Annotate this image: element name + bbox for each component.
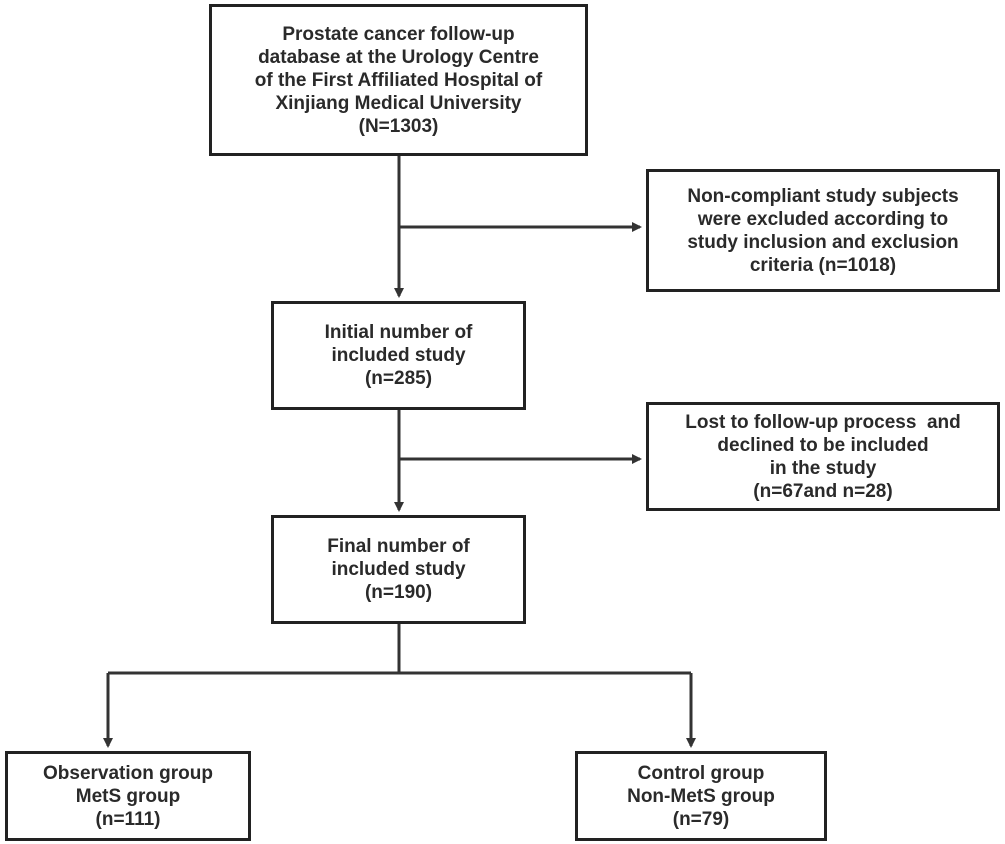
- initial-line-2: included study: [331, 345, 466, 366]
- final-line-1: Final number of: [327, 536, 470, 557]
- exclusion-1-line-2: were excluded according to: [697, 208, 949, 230]
- observation-group-box: Observation group MetS group (n=111): [5, 751, 251, 841]
- source-database-box: Prostate cancer follow-up database at th…: [209, 4, 588, 156]
- source-line-3: of the First Affiliated Hospital of: [254, 69, 543, 91]
- exclusion-2-line-3: in the study: [769, 457, 877, 479]
- control-line-1: Control group: [637, 762, 765, 784]
- lost-to-follow-up-box: Lost to follow-up process and declined t…: [646, 402, 1000, 511]
- observation-line-1: Observation group: [43, 762, 213, 784]
- source-line-1: Prostate cancer follow-up: [282, 23, 515, 45]
- initial-included-box: Initial number of included study (n=285): [271, 301, 526, 410]
- initial-count: (n=285): [364, 368, 433, 389]
- exclusion-1-line-3: study inclusion and exclusion: [687, 231, 959, 253]
- exclusion-1-line-4: criteria (n=1018): [749, 254, 897, 276]
- source-line-4: Xinjiang Medical University: [275, 92, 522, 114]
- final-count: (n=190): [364, 582, 433, 603]
- exclusion-2-line-2: declined to be included: [717, 434, 929, 456]
- exclusion-2-line-4: (n=67and n=28): [753, 480, 893, 502]
- observation-line-2: MetS group: [75, 785, 181, 807]
- exclusion-criteria-box: Non-compliant study subjects were exclud…: [646, 169, 1000, 292]
- final-included-box: Final number of included study (n=190): [271, 515, 526, 624]
- exclusion-2-line-1: Lost to follow-up process and: [685, 411, 961, 433]
- exclusion-1-line-1: Non-compliant study subjects: [687, 185, 959, 207]
- control-count: (n=79): [672, 808, 730, 830]
- source-line-2: database at the Urology Centre: [258, 46, 539, 68]
- control-group-box: Control group Non-MetS group (n=79): [575, 751, 827, 841]
- source-count: (N=1303): [358, 115, 439, 137]
- control-line-2: Non-MetS group: [627, 785, 775, 807]
- observation-count: (n=111): [95, 808, 161, 830]
- initial-line-1: Initial number of: [324, 322, 473, 343]
- final-line-2: included study: [331, 559, 466, 580]
